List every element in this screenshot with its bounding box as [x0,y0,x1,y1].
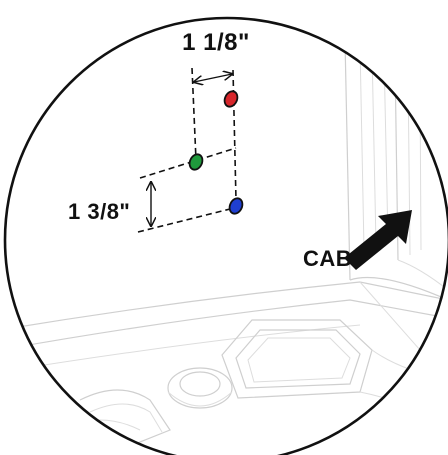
horizontal-spacing-label: 1 1/8" [182,29,250,56]
panel-edge-line [344,39,351,281]
cab-label: CAB [303,246,352,271]
cab-direction-arrow-icon [344,210,412,270]
green-hole-marker [188,153,204,171]
vertical-spacing-label: 1 3/8" [68,199,130,224]
detail-circle [3,16,448,455]
horizontal-dimension-arrow [194,74,232,82]
red-hole-marker [223,90,239,108]
round-knob [167,367,233,409]
dimension-reference-lines [137,67,237,233]
lower-bracket [79,389,171,451]
blue-hole-marker [228,197,244,215]
